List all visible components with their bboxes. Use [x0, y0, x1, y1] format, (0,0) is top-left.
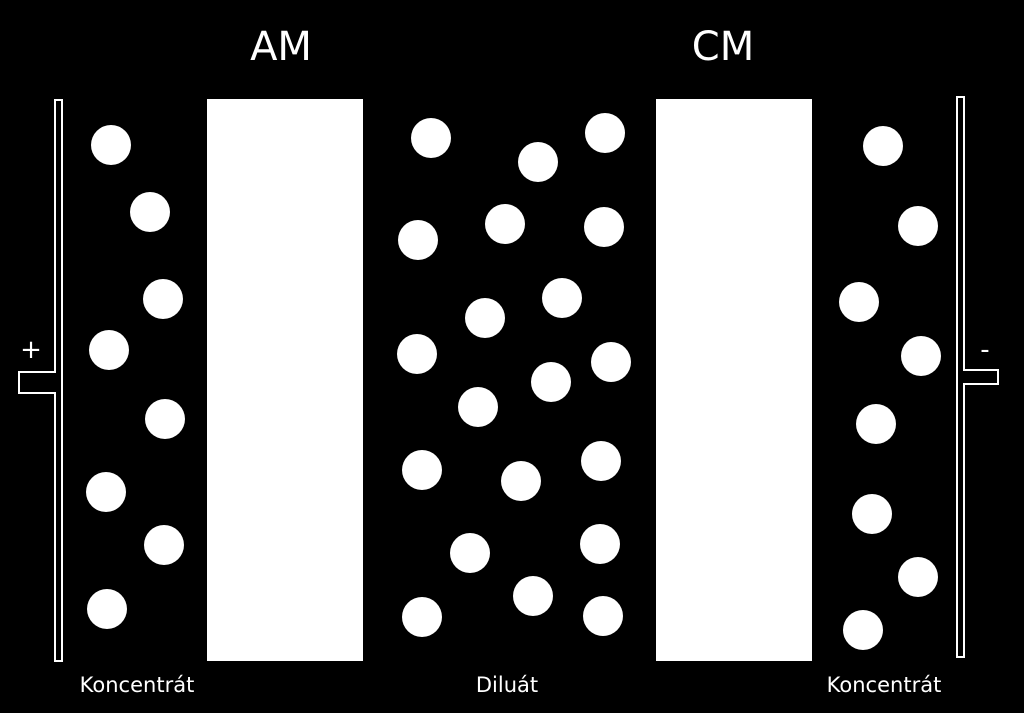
ion-particle: [542, 278, 582, 318]
ion-particle: [839, 282, 879, 322]
ion-particle: [411, 118, 451, 158]
ion-particle: [91, 125, 131, 165]
cathode-sign: -: [980, 335, 989, 365]
ion-particle: [89, 330, 129, 370]
ion-particle: [402, 450, 442, 490]
middle-compartment-ions: [397, 113, 631, 637]
ion-particle: [145, 399, 185, 439]
ion-particle: [87, 589, 127, 629]
anion-membrane-title: AM: [250, 24, 312, 70]
left-compartment-ions: [86, 125, 185, 629]
ion-particle: [86, 472, 126, 512]
ion-particle: [531, 362, 571, 402]
cation-exchange-membrane: [656, 99, 812, 661]
middle-compartment-label: Diluát: [476, 673, 538, 697]
anode-electrode: [18, 99, 63, 662]
ion-particle: [130, 192, 170, 232]
ion-particle: [518, 142, 558, 182]
ion-particle: [585, 113, 625, 153]
ion-particle: [583, 596, 623, 636]
cathode-electrode: [956, 96, 999, 658]
ion-particle: [843, 610, 883, 650]
ion-particle: [485, 204, 525, 244]
ion-particle: [144, 525, 184, 565]
ion-particle: [397, 334, 437, 374]
ion-particle: [591, 342, 631, 382]
ion-particle: [398, 220, 438, 260]
ion-particle: [501, 461, 541, 501]
ion-particle: [450, 533, 490, 573]
ion-particle: [143, 279, 183, 319]
ion-particle: [901, 336, 941, 376]
ion-particle: [852, 494, 892, 534]
left-compartment-label: Koncentrát: [80, 673, 195, 697]
ion-particle: [856, 404, 896, 444]
right-compartment-label: Koncentrát: [827, 673, 942, 697]
cation-membrane-title: CM: [692, 24, 754, 70]
ion-particle: [580, 524, 620, 564]
anode-sign: +: [20, 335, 42, 365]
ion-particle: [863, 126, 903, 166]
ion-particle: [465, 298, 505, 338]
ion-particle: [898, 557, 938, 597]
ion-particle: [513, 576, 553, 616]
ion-particle: [458, 387, 498, 427]
ion-particle: [898, 206, 938, 246]
ion-particle: [584, 207, 624, 247]
anion-exchange-membrane: [207, 99, 363, 661]
ion-particle: [581, 441, 621, 481]
right-compartment-ions: [839, 126, 941, 650]
ion-particle: [402, 597, 442, 637]
